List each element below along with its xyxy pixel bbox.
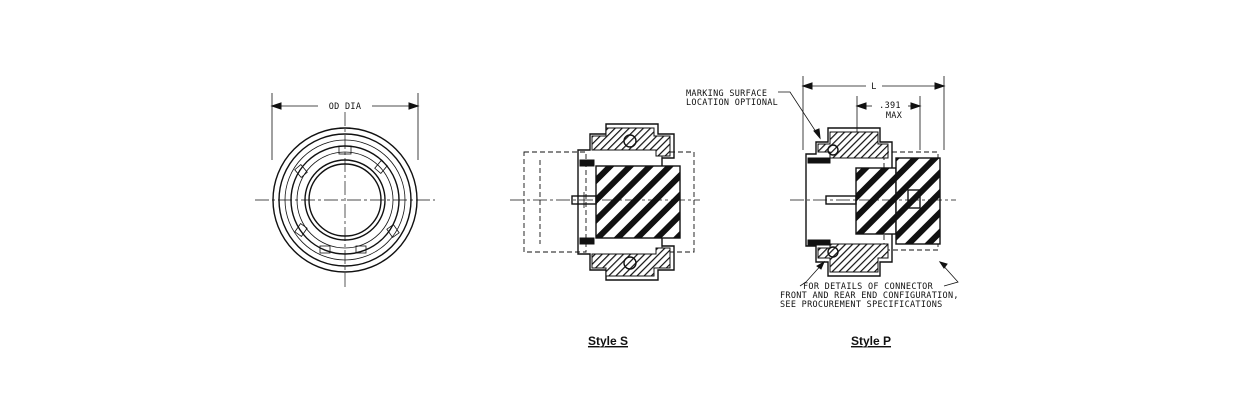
od-dia-dimension: OD DIA [270,93,420,160]
length-dimension: L [801,76,946,150]
marking-surface-note: MARKING SURFACE LOCATION OPTIONAL [686,89,821,140]
style-p-view: L .391 MAX MARKING SURFACE LOCATION OPTI… [686,76,959,348]
style-s-view: Style S [510,123,700,348]
od-dia-label: OD DIA [329,102,362,112]
length-label: L [871,82,876,92]
coupling-teeth [294,145,400,254]
max-dim-suffix: MAX [886,111,903,121]
front-view: OD DIA [255,93,435,290]
marking-note-line2: LOCATION OPTIONAL [686,98,778,108]
style-p-caption: Style P [851,334,891,348]
details-note-line3: SEE PROCUREMENT SPECIFICATIONS [780,300,943,310]
details-note-line2: FRONT AND REAR END CONFIGURATION, [780,291,959,301]
marking-note-line1: MARKING SURFACE [686,89,767,99]
details-note-line1: FOR DETAILS OF CONNECTOR [803,282,934,292]
max-dim-value: .391 [879,101,901,111]
style-s-caption: Style S [588,334,628,348]
